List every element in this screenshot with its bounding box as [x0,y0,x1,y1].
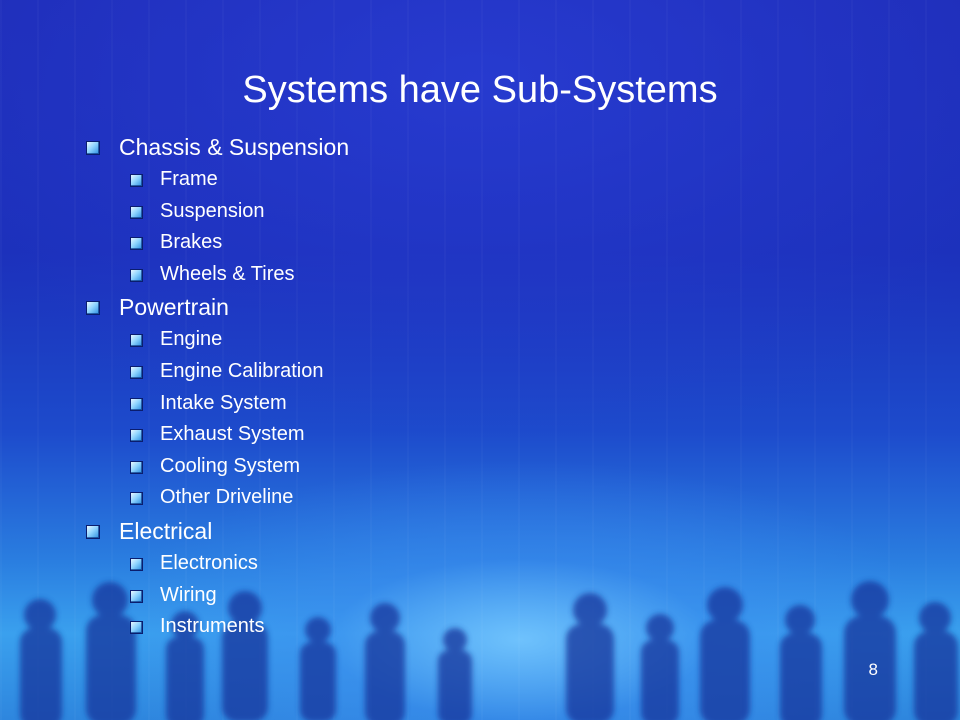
page-number: 8 [868,660,878,679]
square-bullet-icon [130,205,143,219]
square-bullet-icon [130,365,143,379]
list-item-label: Cooling System [160,454,301,477]
square-bullet-icon [130,557,143,571]
list-item: Intake System [84,388,784,420]
square-bullet-icon [130,589,143,603]
section-powertrain: Powertrain [84,290,784,324]
list-item-label: Engine Calibration [160,359,324,382]
crowd-silhouette-image [20,581,958,720]
list-item-label: Other Driveline [160,486,294,509]
square-bullet-icon [86,524,100,539]
square-bullet-icon [86,141,100,155]
square-bullet-icon [130,492,143,506]
square-bullet-icon [130,237,143,251]
list-item: Frame [84,164,784,196]
square-bullet-icon [130,429,143,443]
square-bullet-icon [130,268,143,282]
square-bullet-icon [130,460,143,474]
slide-title: Systems have Sub-Systems [242,69,718,111]
list-item-label: Wiring [160,583,217,606]
square-bullet-icon [130,174,143,187]
list-item-label: Suspension [160,199,265,222]
list-item: Exhaust System [84,419,784,451]
list-item-label: Electronics [160,551,258,574]
list-item: Engine [84,324,784,356]
list-item: Instruments [84,611,784,643]
list-item-label: Engine [160,328,223,351]
section-label: Chassis & Suspension [119,134,350,160]
list-item: Other Driveline [84,482,784,514]
list-item-label: Wheels & Tires [160,262,295,285]
square-bullet-icon [130,621,143,635]
section-label: Powertrain [119,294,229,321]
list-item-label: Frame [160,168,218,190]
list-item: Cooling System [84,451,784,483]
bullet-list: Chassis & Suspension Frame Suspension Br… [84,130,784,643]
list-item-label: Exhaust System [160,423,305,446]
list-item: Engine Calibration [84,356,784,388]
list-item-label: Instruments [160,615,265,638]
square-bullet-icon [130,397,143,411]
section-label: Electrical [119,517,213,544]
list-item: Brakes [84,227,784,259]
list-item: Wheels & Tires [84,259,784,291]
square-bullet-icon [86,301,100,316]
list-item: Electronics [84,548,784,580]
list-item: Wiring [84,580,784,612]
list-item-label: Intake System [160,391,287,414]
list-item: Suspension [84,196,784,228]
square-bullet-icon [130,334,143,348]
section-chassis: Chassis & Suspension [84,130,784,164]
section-electrical: Electrical [84,514,784,548]
list-item-label: Brakes [160,231,223,254]
